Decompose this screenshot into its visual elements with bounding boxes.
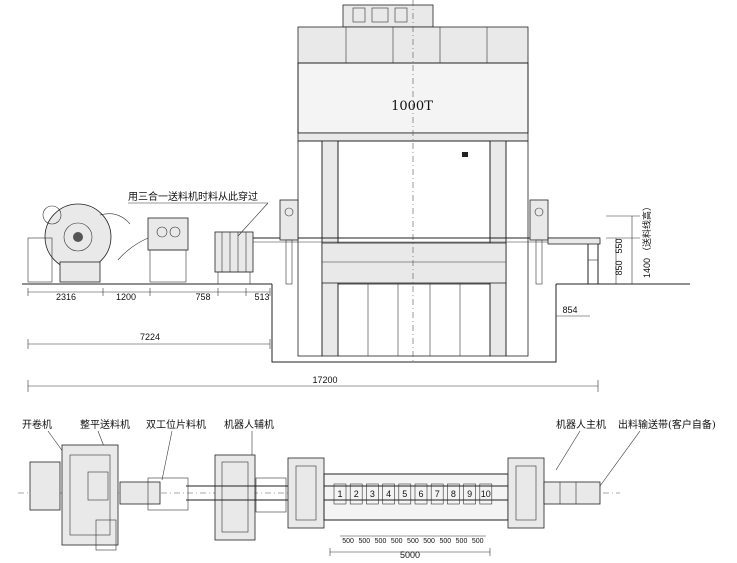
pitch-dim-label: 500 bbox=[439, 538, 451, 545]
station-number: 4 bbox=[386, 489, 391, 499]
pitch-dim-label: 500 bbox=[407, 538, 419, 545]
dim-stations-total: 5000 bbox=[400, 550, 420, 560]
station-number: 2 bbox=[354, 489, 359, 499]
pitch-dim-label: 500 bbox=[456, 538, 468, 545]
station-box bbox=[479, 483, 493, 505]
elevation-dims-row1: 2316 1200 758 513 bbox=[27, 288, 271, 302]
station-number: 1 bbox=[337, 489, 342, 499]
dim-leveler: 1200 bbox=[116, 292, 136, 302]
dim-height-1400: 1400 bbox=[642, 258, 652, 278]
station-box bbox=[382, 483, 395, 505]
pitch-dimensions: 500 500 500 500 500 500 500 500 500 bbox=[340, 535, 486, 545]
label-robot-aux: 机器人辅机 bbox=[224, 418, 274, 431]
label-double-station-feeder: 双工位片料机 bbox=[146, 418, 206, 431]
robot-main-elevation bbox=[529, 199, 549, 285]
label-uncoiler: 开卷机 bbox=[22, 418, 52, 431]
robot-main-plan bbox=[507, 457, 545, 529]
press-crown: 1000T bbox=[297, 4, 529, 134]
dim-gap2: 513 bbox=[254, 292, 269, 302]
label-outfeed-conveyor: 出料输送带(客户自备) bbox=[618, 418, 716, 431]
station-box bbox=[430, 483, 444, 505]
station-number: 10 bbox=[481, 489, 491, 499]
pitch-dim-label: 500 bbox=[391, 538, 403, 545]
pitch-dim-label: 500 bbox=[358, 538, 370, 545]
station-number: 5 bbox=[402, 489, 407, 499]
station-box bbox=[414, 483, 428, 505]
outfeed-conveyor-plan bbox=[543, 481, 601, 505]
pitch-dim-label: 500 bbox=[423, 538, 435, 545]
station-box bbox=[398, 483, 412, 505]
dim-height-850: 850 bbox=[614, 260, 624, 275]
station-box bbox=[463, 483, 476, 505]
leveler-feeder-elevation bbox=[117, 217, 189, 283]
elevation-view: 1000T bbox=[22, 0, 690, 392]
stations: 1 2 3 4 5 6 7 8 9 10 bbox=[333, 483, 493, 505]
outfeed-conveyor-elevation bbox=[547, 237, 601, 284]
press-bolster-plan bbox=[323, 473, 540, 521]
pitch-dim-label: 500 bbox=[375, 538, 387, 545]
dim-gap1: 758 bbox=[195, 292, 210, 302]
pitch-dim-label: 500 bbox=[472, 538, 484, 545]
press-tonnage-label: 1000T bbox=[391, 99, 433, 114]
press-frame bbox=[297, 0, 529, 362]
station-number: 3 bbox=[370, 489, 375, 499]
plan-view: 开卷机 整平送料机 双工位片料机 机器人辅机 机器人主机 出料输送带(客户自备) bbox=[18, 418, 716, 560]
station-box bbox=[349, 483, 363, 505]
station-number: 7 bbox=[435, 489, 440, 499]
dim-uncoiler: 2316 bbox=[56, 292, 76, 302]
press-pit bbox=[271, 284, 557, 363]
feed-through-note: 用三合一送料机时料从此穿过 bbox=[128, 190, 258, 203]
uncoiler-plan bbox=[29, 444, 119, 551]
station-box bbox=[366, 483, 379, 505]
label-robot-main: 机器人主机 bbox=[556, 418, 606, 431]
elevation-heights: 550 850 1400 （送料线高） bbox=[606, 202, 652, 284]
uncoiler-elevation bbox=[27, 203, 131, 283]
double-station-feeder-elevation bbox=[214, 231, 254, 285]
station-number: 9 bbox=[467, 489, 472, 499]
feed-line-height-note: （送料线高） bbox=[641, 202, 652, 256]
dim-total-length: 17200 bbox=[312, 375, 337, 385]
label-leveler-feeder: 整平送料机 bbox=[80, 418, 130, 431]
station-box bbox=[447, 483, 460, 505]
leveler-feeder-plan bbox=[119, 477, 189, 511]
robot-aux-plan bbox=[287, 457, 325, 529]
dim-height-550: 550 bbox=[614, 238, 624, 253]
pitch-dim-label: 500 bbox=[342, 538, 354, 545]
station-number: 6 bbox=[418, 489, 423, 499]
dim-pit-offset: 854 bbox=[562, 305, 577, 315]
dim-feed-line-length: 7224 bbox=[140, 332, 160, 342]
double-station-feeder-plan bbox=[214, 454, 287, 541]
robot-aux-elevation bbox=[279, 199, 299, 285]
station-number: 8 bbox=[451, 489, 456, 499]
station-box bbox=[333, 483, 347, 505]
